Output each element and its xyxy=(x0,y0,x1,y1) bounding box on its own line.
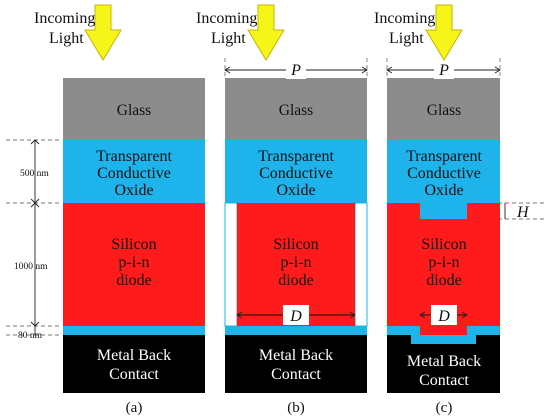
period-label-bg-b xyxy=(286,61,306,79)
metal-layer xyxy=(225,335,367,393)
panel-label-b: (b) xyxy=(287,400,305,416)
metal-layer xyxy=(387,335,500,393)
metal-label-c-2: Contact xyxy=(419,372,469,389)
silicon-layer xyxy=(63,203,205,326)
silicon-label-a-2: p-i-n xyxy=(118,254,149,271)
tco-label-b-3: Oxide xyxy=(276,182,315,199)
light-arrow-c xyxy=(425,4,463,61)
metal-label-a-1: Metal Back xyxy=(97,347,171,364)
side-gap-right xyxy=(354,202,368,327)
silicon-label-c-1: Silicon xyxy=(421,236,466,253)
silicon-label-c-3: diode xyxy=(426,272,462,289)
bottom-tco-layer xyxy=(387,326,500,344)
silicon-thickness-label: 1000 nm xyxy=(14,262,48,272)
glass-label-b: Glass xyxy=(279,102,313,119)
metal-label-a-2: Contact xyxy=(109,366,159,383)
silicon-label-a-3: diode xyxy=(116,272,152,289)
period-symbol-c: P xyxy=(438,62,449,79)
tco-label-c-3: Oxide xyxy=(424,182,463,199)
light-arrow-b xyxy=(247,4,285,61)
incoming-light-b-line1: Incoming xyxy=(196,10,257,27)
panel-c xyxy=(386,58,501,393)
glass-layer xyxy=(63,78,205,140)
silicon-layer xyxy=(387,203,500,335)
diameter-label-box-b xyxy=(283,305,309,325)
silicon-label-b-1: Silicon xyxy=(273,236,318,253)
metal-label-b-1: Metal Back xyxy=(259,347,333,364)
panel-a xyxy=(63,78,205,393)
incoming-light-a-line1: Incoming xyxy=(34,10,95,27)
diameter-symbol-c: D xyxy=(437,308,450,325)
silicon-label-a-1: Silicon xyxy=(111,236,156,253)
diameter-symbol-b: D xyxy=(289,308,302,325)
diameter-label-box-c xyxy=(431,305,457,325)
incoming-light-c-line2: Light xyxy=(389,30,424,47)
incoming-light-b-line2: Light xyxy=(211,30,246,47)
bottom-tco-layer xyxy=(63,326,205,335)
incoming-light-a-line2: Light xyxy=(49,30,84,47)
glass-label-c: Glass xyxy=(427,102,461,119)
tco-label-b-1: Transparent xyxy=(258,148,334,165)
metal-layer xyxy=(63,335,205,393)
tco-thickness-label: 500 nm xyxy=(20,169,49,179)
panel-label-c: (c) xyxy=(436,400,453,416)
height-symbol: H xyxy=(516,204,530,221)
period-symbol-b: P xyxy=(290,62,301,79)
tco-layer xyxy=(225,140,367,203)
light-arrow-a xyxy=(84,4,122,61)
silicon-label-b-2: p-i-n xyxy=(280,254,311,271)
bottom-tco-layer xyxy=(225,326,367,335)
glass-layer xyxy=(225,78,367,140)
bottom-tco-thickness-label: 80 nm xyxy=(18,331,43,341)
period-label-bg-c xyxy=(434,61,454,79)
panel-label-a: (a) xyxy=(126,400,143,416)
silicon-label-c-2: p-i-n xyxy=(428,254,459,271)
tco-label-c-1: Transparent xyxy=(406,148,482,165)
dimension-guides xyxy=(6,139,62,336)
side-gap-left xyxy=(224,202,238,327)
tco-label-a-3: Oxide xyxy=(114,182,153,199)
incoming-light-c-line1: Incoming xyxy=(374,10,435,27)
tco-label-a-2: Conductive xyxy=(97,165,171,182)
metal-label-b-2: Contact xyxy=(271,366,321,383)
tco-label-a-1: Transparent xyxy=(96,148,172,165)
tco-label-b-2: Conductive xyxy=(259,165,333,182)
silicon-label-b-3: diode xyxy=(278,272,314,289)
glass-label-a: Glass xyxy=(117,102,151,119)
height-guides xyxy=(470,202,545,220)
metal-label-c-1: Metal Back xyxy=(407,353,481,370)
tco-layer xyxy=(387,140,500,203)
tco-layer xyxy=(63,140,205,203)
glass-layer xyxy=(387,78,500,140)
tco-protrusion xyxy=(420,203,467,219)
tco-label-c-2: Conductive xyxy=(407,165,481,182)
panel-b xyxy=(224,58,368,393)
